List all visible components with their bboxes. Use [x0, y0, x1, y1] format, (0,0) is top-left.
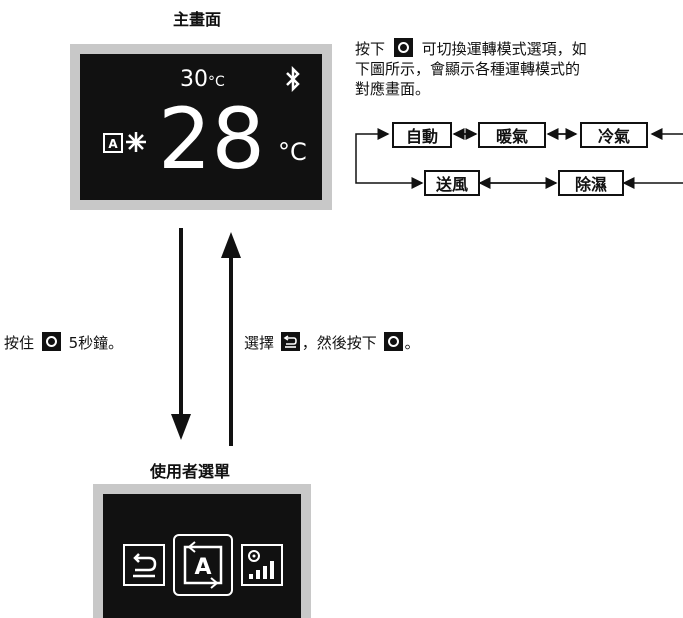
- mode-button-icon: [41, 332, 61, 351]
- note-text-before: 按下: [355, 40, 386, 58]
- menu-back-icon[interactable]: [123, 544, 165, 586]
- bluetooth-icon: [284, 65, 302, 96]
- mode-switch-note: 按下 可切換運轉模式選項，如 下圖所示，會顯示各種運轉模式的 對應畫面。: [355, 38, 680, 99]
- user-menu-display: A: [103, 494, 301, 618]
- mode-fan: 送風: [424, 170, 480, 196]
- user-menu-frame: A: [93, 484, 311, 618]
- note-line-3: 對應畫面。: [355, 80, 431, 98]
- mode-button-icon: [383, 332, 403, 351]
- select-instruction: 選擇 ，然後按下 。: [244, 332, 420, 353]
- hold-instruction: 按住 5秒鐘。: [4, 332, 123, 353]
- main-screen-frame: 30°C A 28 °C: [70, 44, 332, 210]
- navigation-arrows: [171, 228, 241, 446]
- back-icon: [280, 332, 300, 351]
- auto-mode-icon: A: [102, 132, 124, 158]
- mode-cool: 冷氣: [580, 122, 648, 148]
- note-text-line1: 可切換運轉模式選項，如: [421, 40, 587, 58]
- menu-auto-mode-icon[interactable]: A: [173, 534, 233, 596]
- svg-text:A: A: [194, 555, 211, 580]
- mode-button-icon: [393, 38, 413, 57]
- mode-dry: 除濕: [558, 170, 624, 196]
- svg-text:A: A: [108, 137, 118, 151]
- mode-cycle-arrows: [355, 128, 683, 189]
- main-screen-display: 30°C A 28 °C: [80, 54, 322, 200]
- main-screen-title: 主畫面: [173, 10, 222, 29]
- select-text-after: 。: [404, 334, 420, 352]
- menu-fan-speed-icon[interactable]: [241, 544, 283, 586]
- mode-auto: 自動: [392, 122, 452, 148]
- hold-text-before: 按住: [4, 334, 35, 352]
- note-line-1: 按下 可切換運轉模式選項，如: [355, 38, 680, 59]
- select-text-before: 選擇: [244, 334, 275, 352]
- current-temp-unit: °C: [278, 138, 307, 166]
- note-line-2: 下圖所示，會顯示各種運轉模式的: [355, 60, 581, 78]
- snowflake-icon: [124, 130, 148, 158]
- set-temperature: 30°C: [180, 67, 225, 92]
- select-text-middle: ，然後按下: [301, 334, 377, 352]
- mode-heat: 暖氣: [478, 122, 546, 148]
- set-temp-value: 30: [180, 67, 208, 92]
- user-menu-title: 使用者選單: [150, 462, 231, 481]
- set-temp-unit: °C: [208, 74, 225, 90]
- hold-text-after: 5秒鐘。: [68, 334, 124, 352]
- current-temperature: 28: [158, 90, 265, 188]
